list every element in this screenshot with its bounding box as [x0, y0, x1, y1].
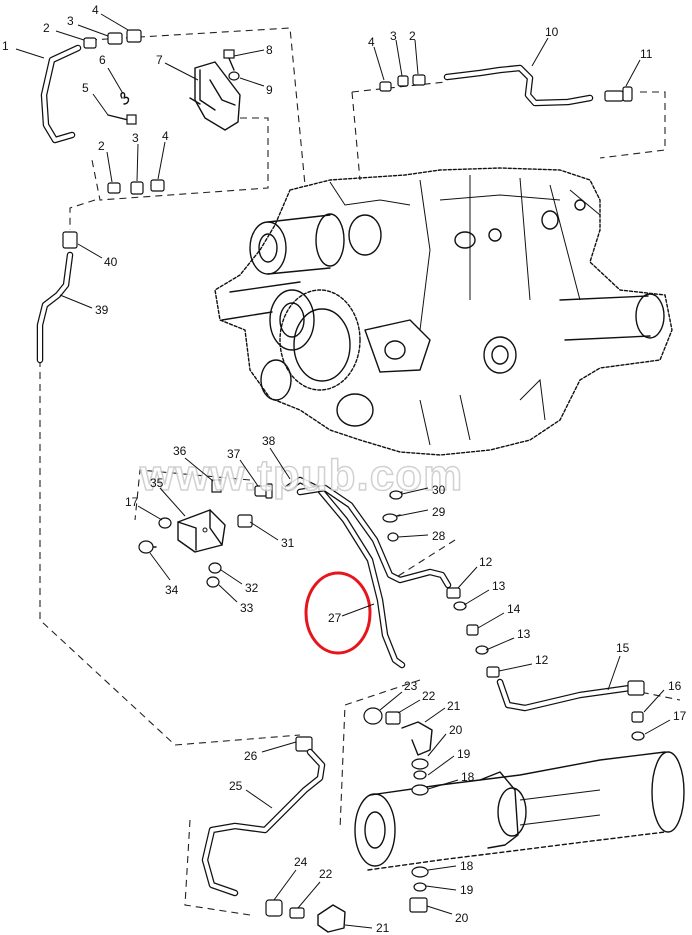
callout-19b: 19 [460, 883, 474, 897]
callout-13a: 13 [492, 579, 506, 593]
callout-4b: 4 [162, 129, 169, 143]
callout-35: 35 [150, 476, 164, 490]
top-right-assembly [379, 64, 633, 107]
callout-4: 4 [92, 3, 99, 17]
fittings-18-22-lower [265, 866, 429, 933]
callout-4c: 4 [368, 35, 375, 49]
callout-36: 36 [173, 444, 187, 458]
lower-cylinder [354, 751, 685, 871]
fittings-12-14 [446, 587, 500, 678]
callout-17b: 17 [673, 709, 687, 723]
callout-32: 32 [245, 581, 259, 595]
callout-3b: 3 [132, 131, 139, 145]
callout-23: 23 [404, 679, 418, 693]
callout-40: 40 [104, 255, 118, 269]
callout-3c: 3 [390, 29, 397, 43]
callout-10: 10 [545, 25, 559, 39]
callout-17: 17 [125, 495, 139, 509]
callout-2: 2 [43, 21, 50, 35]
tube-25-26 [201, 736, 326, 897]
callout-3: 3 [67, 14, 74, 28]
callout-8: 8 [266, 43, 273, 57]
callout-19: 19 [457, 747, 471, 761]
callout-6: 6 [99, 53, 106, 67]
callout-18: 18 [461, 770, 475, 784]
callout-21: 21 [447, 699, 461, 713]
callout-21b: 21 [376, 921, 390, 935]
tube-27-38 [284, 476, 452, 669]
callout-22b: 22 [319, 867, 333, 881]
callout-11: 11 [640, 47, 653, 61]
callout-30: 30 [432, 483, 446, 497]
callout-12b: 12 [535, 653, 549, 667]
callouts: 1 2 3 4 5 6 7 8 9 2 3 4 4 3 2 10 11 [2, 3, 687, 935]
callout-33: 33 [240, 601, 254, 615]
callout-2c: 2 [409, 29, 416, 43]
callout-18b: 18 [460, 859, 474, 873]
assembly-dashed-lines [39, 27, 681, 916]
callout-15: 15 [616, 641, 630, 655]
callout-20b: 20 [455, 911, 469, 925]
left-tube-assembly [36, 231, 78, 364]
fittings-28-30 [382, 490, 403, 542]
callout-22: 22 [422, 689, 436, 703]
tube-15-assembly [496, 678, 645, 741]
fittings-18-23-upper [363, 707, 433, 796]
callout-38: 38 [262, 434, 276, 448]
callout-13b: 13 [517, 627, 531, 641]
callout-25: 25 [229, 779, 243, 793]
callout-16: 16 [668, 679, 682, 693]
callout-27: 27 [328, 611, 342, 625]
callout-2b: 2 [98, 139, 105, 153]
callout-20: 20 [449, 723, 463, 737]
highlight-circle [304, 571, 372, 655]
callout-37: 37 [227, 447, 241, 461]
callout-1: 1 [2, 39, 9, 53]
top-left-assembly [40, 29, 241, 195]
callout-7: 7 [156, 53, 163, 67]
watermark: www.tpub.com [139, 451, 463, 500]
callout-39: 39 [95, 303, 109, 317]
callout-5: 5 [82, 81, 89, 95]
transmission-housing [214, 167, 673, 456]
callout-14: 14 [507, 602, 521, 616]
callout-34: 34 [165, 583, 179, 597]
callout-9: 9 [266, 83, 273, 97]
callout-28: 28 [432, 529, 446, 543]
middle-block-assembly [138, 479, 273, 588]
callout-26: 26 [244, 749, 258, 763]
callout-29: 29 [432, 505, 446, 519]
callout-31: 31 [281, 536, 295, 550]
callout-12a: 12 [479, 555, 493, 569]
callout-24: 24 [294, 855, 308, 869]
